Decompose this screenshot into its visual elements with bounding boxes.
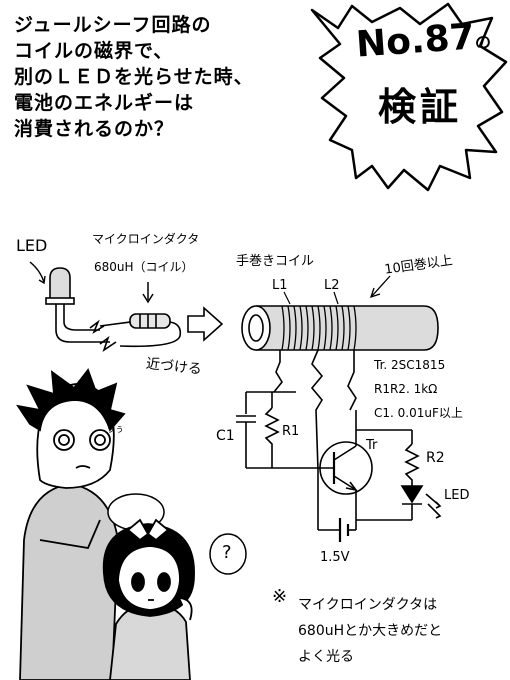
note-line: よく光る xyxy=(298,649,354,665)
l1-label: L1 xyxy=(272,278,288,293)
question-line: 別のＬＥＤを光らせた時、 xyxy=(14,66,254,88)
question-line: ジュールシーフ回路の xyxy=(14,14,212,36)
tr-label: Tr xyxy=(366,438,378,453)
turns-pointer-arrow xyxy=(371,275,391,297)
badge-suffix: の xyxy=(474,32,492,53)
note-mark: ※ xyxy=(272,586,288,607)
c1-label: C1 xyxy=(216,428,235,444)
spec-transistor: Tr. 2SC1815 xyxy=(374,358,446,372)
led-label: LED xyxy=(16,236,48,255)
bring-close-arrow xyxy=(187,306,224,342)
hand-coil-label: 手巻きコイル xyxy=(236,254,315,269)
question-line: 電池のエネルギーは xyxy=(14,92,195,114)
led-pointer-arrow xyxy=(29,261,45,283)
badge-burst xyxy=(310,2,508,192)
question-line: コイルの磁界で、 xyxy=(14,40,174,62)
spec-capacitor: C1. 0.01uF以上 xyxy=(374,406,463,420)
led-component xyxy=(45,267,110,343)
badge-number-text: No.87 xyxy=(354,16,476,66)
l2-label: L2 xyxy=(324,278,340,293)
micro-inductor xyxy=(89,313,182,352)
girl-character xyxy=(102,518,195,680)
question-text: ジュールシーフ回路の コイルの磁界で、 別のＬＥＤを光らせた時、 電池のエネルギ… xyxy=(14,12,304,142)
hand-wound-coil xyxy=(241,305,439,351)
circuit-led-label: LED xyxy=(444,488,470,503)
inductor-value-label: 680uH（コイル） xyxy=(94,260,194,274)
confused-mark: ? xyxy=(222,542,232,563)
inductor-name-label: マイクロインダクタ xyxy=(92,232,200,246)
battery-label: 1.5V xyxy=(320,550,350,565)
spec-resistors: R1R2. 1kΩ xyxy=(374,382,438,396)
badge-title: 検証 xyxy=(378,85,463,129)
boy-character xyxy=(16,368,126,680)
note-line: マイクロインダクタは xyxy=(298,597,438,613)
r2-label: R2 xyxy=(426,450,445,466)
thought-bubble xyxy=(209,533,247,575)
sweat-marks: ぅぅ xyxy=(106,425,124,435)
question-line: 消費されるのか？ xyxy=(14,118,175,140)
circuit-schematic xyxy=(236,349,442,542)
note-text: マイクロインダクタは 680uHとか大きめだと よく光る xyxy=(298,592,442,670)
note-line: 680uHとか大きめだと xyxy=(298,623,443,639)
r1-label: R1 xyxy=(282,424,300,439)
